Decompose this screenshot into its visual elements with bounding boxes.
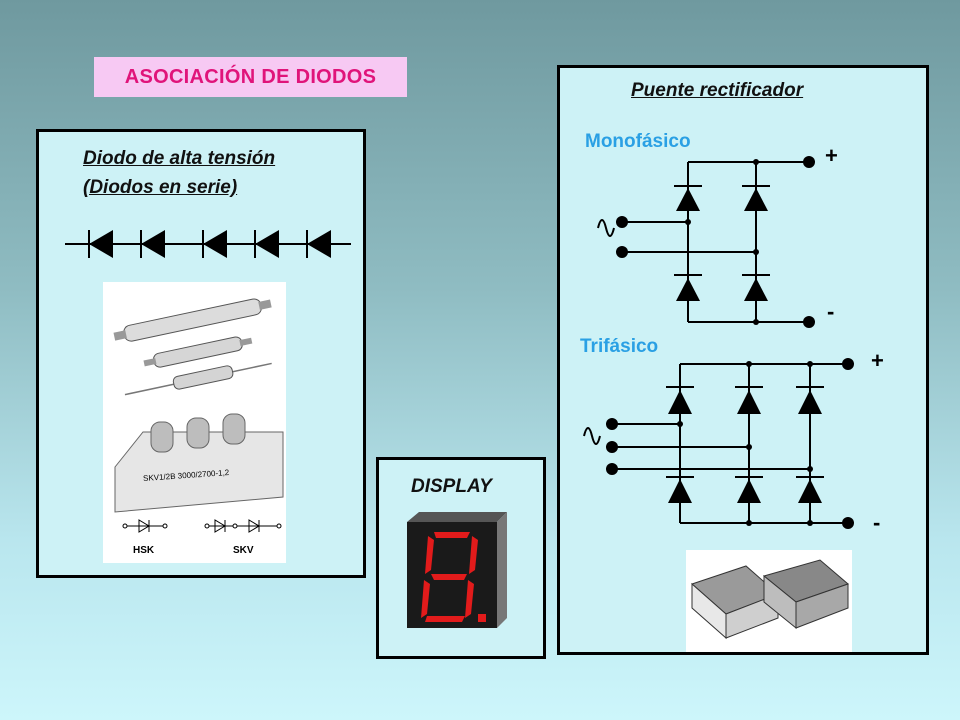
series-diodes-diagram [65,230,351,258]
high-voltage-diode-photo: SKV1/2B 3000/2700-1,2 HSK SKV [103,282,286,563]
diode-cartridges-illustration [113,298,284,533]
segment-digit [421,532,486,622]
page-title: ASOCIACIÓN DE DIODOS [94,57,407,97]
monophase-label: Monofásico [585,131,691,152]
triphase-plus: + [871,348,884,373]
bridge-rectifier-panel: Puente rectificador Monofásico + - Trifá… [557,65,929,655]
triphase-diodes [606,358,854,529]
high-voltage-diode-panel: Diodo de alta tensión (Diodos en serie) [36,129,366,578]
bridge-circuits-diagram [583,156,854,529]
triphase-label: Trifásico [580,336,659,357]
display-heading: DISPLAY [411,476,492,497]
skv-label: SKV [233,545,254,556]
monophase-minus: - [827,299,835,324]
seven-segment-display [407,512,507,628]
bridge-rectifier-heading: Puente rectificador [631,80,804,101]
diode-symbol-2 [140,230,165,258]
diode-symbol-5 [306,230,331,258]
diode-symbol-3 [202,230,227,258]
diode-symbol-4 [254,230,279,258]
triphase-minus: - [873,510,881,535]
bridge-modules-illustration [691,559,849,640]
monophase-bridge [597,161,809,323]
diode-symbol-1 [88,230,113,258]
hsk-label: HSK [133,545,155,556]
high-voltage-heading-line1: Diodo de alta tensión [83,148,276,169]
monophase-plus: + [825,143,838,168]
bridge-modules-photo [686,550,852,652]
display-panel: DISPLAY [376,457,546,659]
monophase-diodes [616,156,815,328]
high-voltage-heading-line2: (Diodos en serie) [83,177,238,198]
